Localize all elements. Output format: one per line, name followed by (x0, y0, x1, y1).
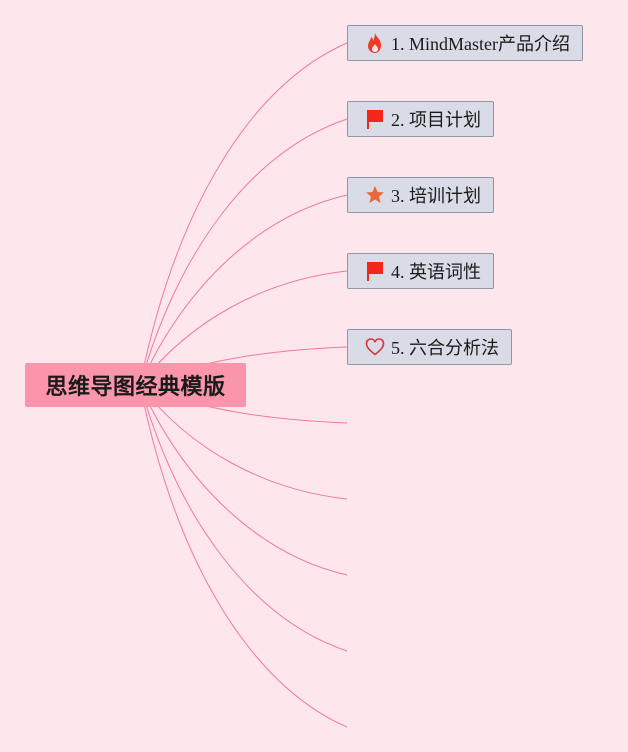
connector-topic-4 (139, 270, 348, 386)
central-topic[interactable]: 思维导图经典模版 (25, 363, 246, 407)
topic-training-plan[interactable]: 3. 培训计划 (347, 177, 494, 213)
central-topic-label: 思维导图经典模版 (45, 375, 226, 400)
connector-empty-2 (139, 384, 348, 500)
topic-english-parts-of-speech[interactable]: 4. 英语词性 (347, 253, 494, 289)
connector-empty-3 (139, 384, 348, 576)
heart-outline-icon (364, 336, 386, 358)
topic-label: 1. MindMaster产品介绍 (391, 34, 570, 54)
topic-label: 3. 培训计划 (391, 186, 481, 206)
topic-label: 4. 英语词性 (391, 262, 481, 282)
connector-topic-2 (139, 118, 348, 386)
topic-label: 2. 项目计划 (391, 110, 481, 130)
topic-project-plan[interactable]: 2. 项目计划 (347, 101, 494, 137)
topic-six-hats-analysis[interactable]: 5. 六合分析法 (347, 329, 512, 365)
connector-topic-3 (139, 194, 348, 386)
fire-icon (364, 32, 386, 54)
red-flag-icon (364, 260, 386, 282)
connector-topic-1 (139, 42, 348, 386)
red-flag-icon (364, 108, 386, 130)
topic-mindmaster-intro[interactable]: 1. MindMaster产品介绍 (347, 25, 583, 61)
topic-label: 5. 六合分析法 (391, 338, 499, 358)
connector-empty-4 (139, 384, 348, 652)
connector-empty-5 (139, 384, 348, 728)
star-icon (364, 184, 386, 206)
